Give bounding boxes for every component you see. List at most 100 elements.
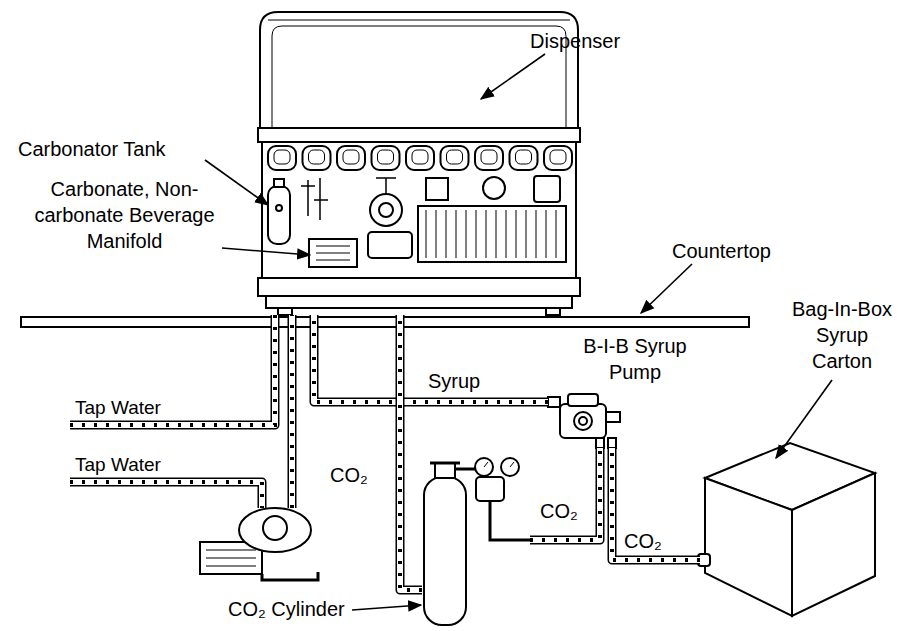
coil-line bbox=[476, 210, 477, 258]
node-label: Dispenser bbox=[530, 28, 670, 54]
valve-cover bbox=[544, 146, 572, 170]
cylinder-body bbox=[424, 477, 466, 625]
leader-line bbox=[222, 248, 310, 255]
pump-body bbox=[560, 404, 606, 438]
hose-inner bbox=[530, 448, 600, 540]
manifold-lines bbox=[316, 246, 350, 260]
coil-line bbox=[536, 210, 537, 258]
line-label: CO₂ bbox=[540, 498, 578, 524]
counter-slab bbox=[21, 317, 749, 327]
line-label: CO₂ bbox=[624, 528, 662, 554]
pump-dial bbox=[574, 412, 592, 430]
syrup-carton-outline bbox=[700, 438, 878, 618]
leader-line bbox=[776, 380, 832, 458]
coil-line bbox=[516, 210, 517, 258]
valve-lines bbox=[301, 178, 328, 220]
beverage-manifold: Carbonate, Non-carbonate Beverage Manifo… bbox=[308, 238, 358, 268]
node-label: Carbonate, Non-carbonate Beverage Manifo… bbox=[22, 176, 227, 254]
beverage-manifold-outline bbox=[308, 238, 358, 268]
dispenser-unit: DispenserCarbonator TankCarbonate, Non-c… bbox=[258, 10, 580, 315]
coil-line bbox=[506, 210, 507, 258]
valve-cover bbox=[337, 146, 365, 170]
pump-port bbox=[263, 516, 287, 540]
tap-water-hose bbox=[70, 315, 275, 425]
regulator-pipe bbox=[455, 468, 476, 471]
junction-box bbox=[534, 176, 560, 202]
water-hose bbox=[292, 315, 293, 508]
line-label: CO₂ bbox=[330, 462, 368, 488]
valve-face bbox=[516, 150, 532, 164]
hose-line bbox=[314, 315, 548, 402]
motor-fins bbox=[206, 550, 256, 566]
hose-marks bbox=[530, 448, 600, 540]
leg bbox=[546, 308, 560, 315]
regulator-knob bbox=[483, 177, 505, 199]
gas-cylinder: CO₂ Cylinder bbox=[422, 455, 530, 627]
carbonator-tank: Carbonator Tank bbox=[266, 178, 292, 246]
leader-line bbox=[481, 54, 545, 99]
dispenser-unit-outline bbox=[258, 10, 580, 315]
tank-port bbox=[276, 205, 282, 211]
valve-cover bbox=[441, 146, 469, 170]
outlet-tube bbox=[490, 501, 530, 540]
pump-fitting bbox=[596, 438, 604, 448]
valve-cover bbox=[372, 146, 400, 170]
pump-head bbox=[239, 508, 311, 552]
lid-edge bbox=[268, 20, 570, 21]
pump-fitting bbox=[548, 397, 560, 407]
motor-hub bbox=[379, 203, 393, 217]
regulator-body bbox=[476, 477, 504, 501]
coil-line bbox=[446, 210, 447, 258]
valve-face bbox=[274, 150, 290, 164]
coil-line bbox=[556, 210, 557, 258]
valve-cover bbox=[406, 146, 434, 170]
hose-inner bbox=[314, 315, 548, 402]
hose-line bbox=[612, 448, 700, 560]
valve-cover bbox=[510, 146, 538, 170]
coil-line bbox=[426, 210, 427, 258]
hose-marks bbox=[70, 315, 275, 425]
countertop-band-outline bbox=[20, 316, 750, 328]
pipe-label: Tap Water bbox=[75, 395, 161, 421]
hose-line bbox=[530, 448, 600, 540]
water-booster-pump bbox=[200, 508, 318, 580]
coil-line bbox=[496, 210, 497, 258]
hose-inner bbox=[70, 315, 275, 425]
valve-face bbox=[412, 150, 428, 164]
coil-line bbox=[456, 210, 457, 258]
hose-outline bbox=[612, 448, 700, 560]
hose-inner bbox=[70, 482, 262, 508]
hose-outline bbox=[314, 315, 548, 402]
coil-line bbox=[466, 210, 467, 258]
valve-face bbox=[481, 150, 497, 164]
motor-base bbox=[368, 232, 412, 258]
tank-body bbox=[268, 186, 290, 244]
hose-outline bbox=[530, 448, 600, 540]
node-label: Carbonator Tank bbox=[18, 136, 253, 162]
hose-inner bbox=[289, 315, 295, 508]
ice-bin bbox=[260, 12, 578, 130]
valve-face bbox=[343, 150, 359, 164]
leader-line bbox=[641, 264, 692, 313]
leader-line bbox=[205, 160, 268, 205]
hose-marks bbox=[290, 315, 294, 508]
countertop-band: Countertop bbox=[20, 316, 750, 328]
cylinder-handle bbox=[430, 462, 460, 465]
coil-line bbox=[526, 210, 527, 258]
pump-hub bbox=[579, 417, 587, 425]
node-label: Countertop bbox=[672, 238, 812, 264]
valve-face bbox=[447, 150, 463, 164]
trim-band bbox=[258, 128, 580, 142]
leg bbox=[278, 308, 292, 315]
pump-fitting bbox=[608, 438, 616, 448]
hose-inner bbox=[400, 315, 422, 590]
pump-pipe bbox=[262, 572, 318, 580]
hose-marks bbox=[314, 315, 548, 402]
drip-tray bbox=[258, 278, 580, 296]
valve-cover bbox=[475, 146, 503, 170]
